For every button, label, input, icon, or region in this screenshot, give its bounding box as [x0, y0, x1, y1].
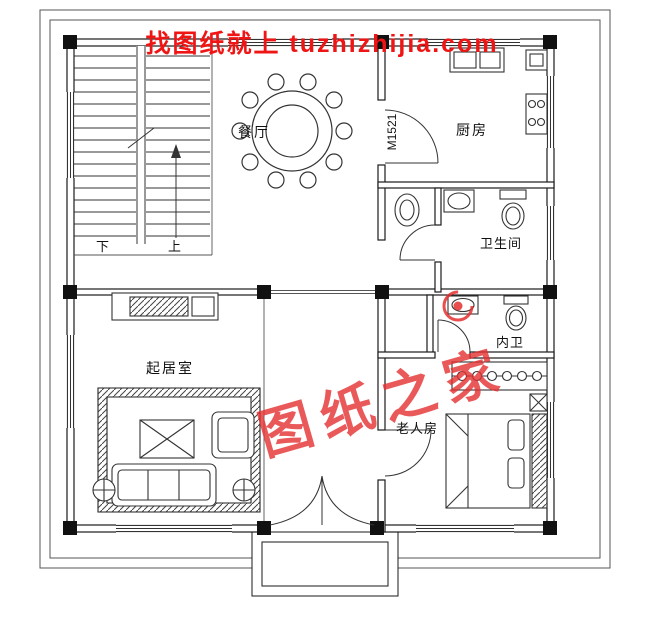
coffee-table [139, 419, 195, 459]
kitchen-stove [525, 93, 548, 135]
nightstand [529, 393, 548, 412]
armchair [211, 411, 255, 459]
bedside-cabinet [531, 413, 548, 509]
window-bottom-bedroom [416, 524, 514, 533]
bed [445, 413, 531, 509]
window-left-stair [66, 92, 75, 178]
inner-bath-fixtures [447, 295, 529, 331]
kitchen-label: 厨房 [456, 122, 488, 138]
stair-down-label: 下 [96, 239, 110, 254]
hall-pedestal-sink [394, 193, 420, 227]
bathroom-label: 卫生间 [480, 236, 522, 251]
window-top-dining [228, 38, 332, 47]
columns [63, 35, 557, 535]
bathroom-fixtures [443, 189, 527, 230]
porch [251, 531, 399, 597]
entrance-double-door [269, 475, 375, 526]
side-stool-right [232, 478, 256, 502]
inner-bath-door [437, 319, 471, 353]
watermark-seal [442, 290, 474, 322]
windows [66, 38, 555, 533]
sofa [111, 463, 217, 507]
window-bottom-living [116, 524, 232, 533]
window-left-living [66, 335, 75, 428]
dining-label: 餐厅 [238, 124, 270, 140]
kitchen-sink [449, 47, 505, 73]
bedroom-furniture [445, 361, 548, 509]
tv-cabinet [111, 292, 219, 321]
doors [269, 109, 471, 526]
bedroom-label: 老人房 [396, 421, 438, 436]
stairs [74, 46, 210, 244]
living-room-label: 起居室 [146, 360, 194, 376]
window-right-bath [546, 206, 555, 260]
stair-up-label: 上 [168, 239, 182, 254]
wardrobe [451, 361, 548, 391]
window-top-kitchen [428, 38, 520, 47]
stair-direction-arrow [171, 144, 181, 238]
bedroom-door [384, 429, 432, 477]
kitchen-fixtures [449, 47, 548, 135]
inner-bath-label: 内卫 [496, 335, 524, 350]
kitchen-cabinet [525, 49, 548, 71]
kitchen-door [384, 109, 439, 164]
side-stool-left [92, 478, 116, 502]
beam-lines [74, 46, 378, 525]
bathroom-door [399, 224, 436, 261]
living-room-furniture [92, 292, 261, 513]
window-right-bedroom [546, 402, 555, 478]
window-right-kitchen [546, 76, 555, 148]
watermark-top: 找图纸就上 tuzhizhijia.com [145, 29, 498, 58]
kitchen-door-code: M1521 [385, 113, 399, 150]
dining-table [231, 73, 353, 189]
